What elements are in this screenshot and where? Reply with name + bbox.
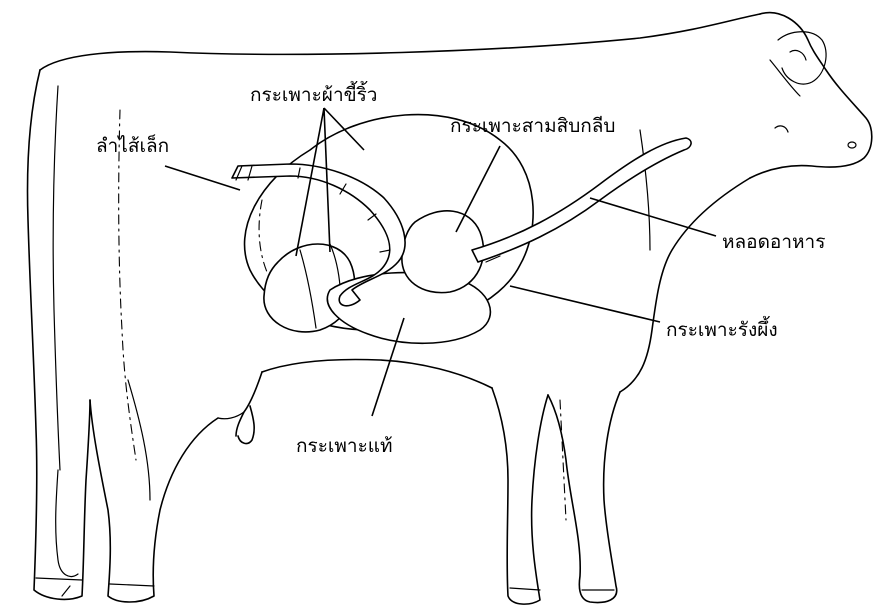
label-small-intestine: ลำไส้เล็ก [96, 133, 169, 157]
label-reticulum: กระเพาะผ้าขี้ริ้ว [250, 81, 377, 106]
leader-small-intestine [165, 166, 240, 190]
label-esophagus: หลอดอาหาร [722, 231, 825, 253]
omasum-shape [402, 211, 484, 293]
label-abomasum: กระเพาะแท้ [296, 435, 393, 457]
label-rumen: กระเพาะรังผึ้ง [666, 316, 778, 341]
leader-esophagus [590, 198, 716, 236]
leader-rumen [510, 286, 660, 322]
label-omasum: กระเพาะสามสิบกลีบ [450, 115, 615, 137]
